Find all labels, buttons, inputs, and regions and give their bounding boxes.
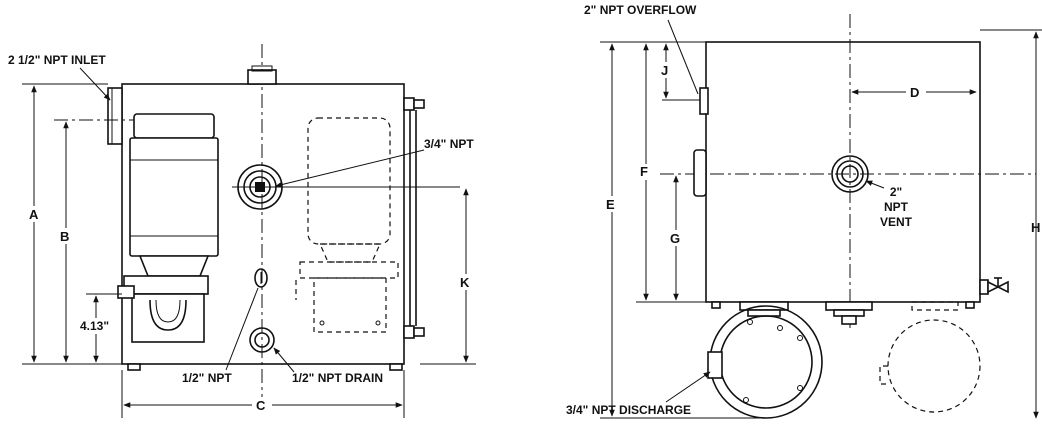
discharge-callout: 3/4" NPT DISCHARGE [566, 403, 691, 417]
dim-c-label: C [256, 398, 266, 413]
side-fitting [693, 149, 707, 197]
dim-413-label: 4.13" [80, 319, 109, 333]
dim-e-label: E [606, 197, 615, 212]
dim-a-label: A [29, 207, 39, 222]
dim-b-label: B [60, 229, 69, 244]
overflow-callout: 2" NPT OVERFLOW [584, 3, 697, 17]
right-side-view: E F G J D H 2" NPT OVERFLOW 2" NPT VENT … [566, 3, 1042, 419]
vent-callout-line2: NPT [884, 200, 909, 214]
vent-callout-line1: 2" [890, 185, 902, 199]
npt-34-fitting [232, 164, 460, 210]
vent-fitting [831, 155, 869, 193]
pump-motor [117, 113, 219, 343]
dim-k-label: K [460, 275, 470, 290]
sight-glass [403, 97, 425, 339]
drain-callout: 1/2" NPT DRAIN [292, 371, 383, 385]
right-foot-2 [965, 301, 975, 309]
dim-f-label: F [640, 164, 648, 179]
dashed-pump-outline [295, 117, 399, 333]
npt-34-callout: 3/4" NPT [424, 137, 474, 151]
dashed-volute-port [879, 365, 888, 385]
bottom-flange-center [825, 301, 873, 325]
inlet-fitting [107, 87, 123, 145]
left-foot-1 [127, 363, 141, 371]
overflow-fitting [699, 87, 709, 115]
dashed-pump-volute [887, 319, 981, 413]
npt-12-leader [225, 287, 259, 371]
drain-fitting [249, 327, 275, 353]
vent-leader [865, 180, 885, 189]
left-elevation-view: A B 4.13" K C 2 1/2" NPT INLET 3/4" NPT … [8, 44, 476, 418]
npt-12-port [254, 268, 268, 288]
overflow-leader [667, 19, 699, 95]
pump-volute [707, 305, 823, 419]
dim-j-label: J [661, 63, 668, 78]
right-foot-1 [711, 301, 721, 309]
top-fitting-cap [251, 65, 273, 72]
npt-34-leader [275, 149, 425, 188]
vent-callout: 2" NPT VENT [880, 185, 913, 229]
inlet-callout: 2 1/2" NPT INLET [8, 53, 106, 67]
bottom-flange-right [911, 301, 959, 311]
dim-g-label: G [670, 231, 680, 246]
top-fitting [247, 69, 277, 85]
drain-leader [273, 347, 295, 373]
side-valve [979, 277, 1009, 295]
left-foot-2 [389, 363, 403, 371]
discharge-leader [665, 371, 711, 403]
dim-d-label: D [910, 85, 919, 100]
dim-h-label: H [1031, 220, 1040, 235]
npt-12-callout: 1/2" NPT [182, 371, 232, 385]
vent-callout-line3: VENT [880, 215, 913, 229]
inlet-leader [79, 67, 111, 101]
